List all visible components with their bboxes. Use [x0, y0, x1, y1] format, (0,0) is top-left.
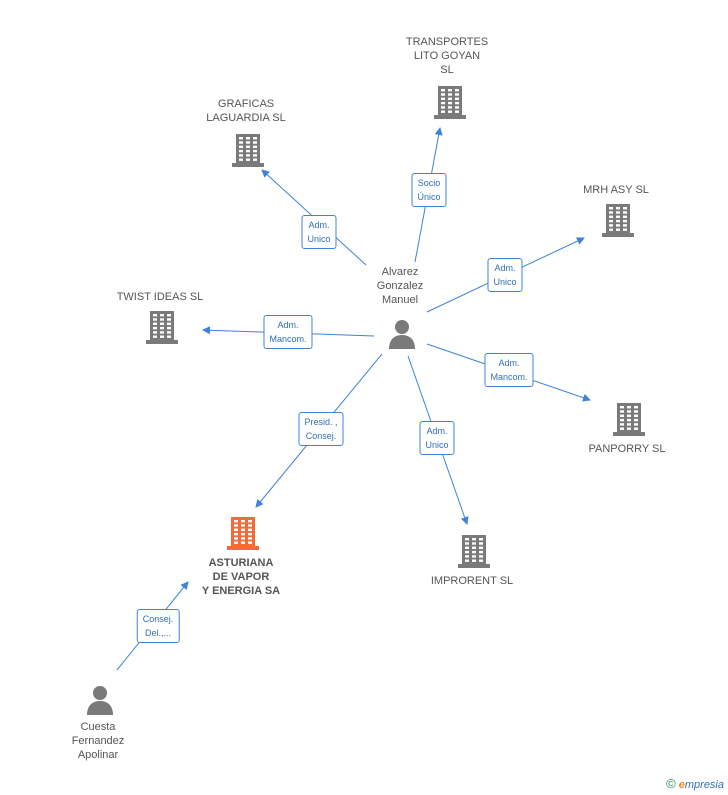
- building-icon[interactable]: [232, 133, 264, 172]
- edge-label-alvarez-mrh[interactable]: Adm. Unico: [487, 258, 523, 292]
- edge-label-alvarez-asturiana[interactable]: Presid. , Consej.: [298, 412, 344, 446]
- building-icon[interactable]: [613, 402, 645, 441]
- building-icon[interactable]: [602, 203, 634, 242]
- node-label-alvarez[interactable]: Alvarez Gonzalez Manuel: [376, 266, 424, 306]
- node-label-mrh[interactable]: MRH ASY SL: [583, 184, 649, 196]
- building-icon[interactable]: [458, 534, 490, 573]
- person-icon[interactable]: [85, 685, 115, 720]
- brand-logo-text: mpresia: [684, 779, 724, 791]
- edge-label-alvarez-graficas[interactable]: Adm. Unico: [301, 215, 337, 249]
- building-icon[interactable]: [434, 85, 466, 124]
- node-label-improrent[interactable]: IMPRORENT SL: [430, 575, 514, 587]
- person-icon[interactable]: [387, 319, 417, 354]
- edge-label-alvarez-transportes[interactable]: Socio Único: [411, 173, 447, 207]
- edge-label-alvarez-panporry[interactable]: Adm. Mancom.: [484, 353, 534, 387]
- edge-label-cuesta-asturiana[interactable]: Consej. Del.,...: [136, 609, 180, 643]
- node-label-asturiana[interactable]: ASTURIANA DE VAPOR Y ENERGIA SA: [201, 557, 281, 597]
- node-label-panporry[interactable]: PANPORRY SL: [588, 443, 666, 455]
- edge-label-alvarez-twist[interactable]: Adm. Mancom.: [263, 315, 313, 349]
- edge-label-alvarez-improrent[interactable]: Adm. Unico: [419, 421, 455, 455]
- node-label-cuesta[interactable]: Cuesta Fernandez Apolinar: [71, 721, 125, 761]
- building-icon[interactable]: [227, 516, 259, 555]
- node-label-transportes[interactable]: TRANSPORTES LITO GOYAN SL: [405, 36, 489, 76]
- brand-logo-e: e: [678, 779, 685, 791]
- node-label-twist[interactable]: TWIST IDEAS SL: [116, 291, 204, 303]
- node-label-graficas[interactable]: GRAFICAS LAGUARDIA SL: [206, 98, 286, 124]
- empresia-brand[interactable]: © empresia: [666, 776, 724, 791]
- copyright-icon: ©: [666, 776, 676, 791]
- building-icon[interactable]: [146, 310, 178, 349]
